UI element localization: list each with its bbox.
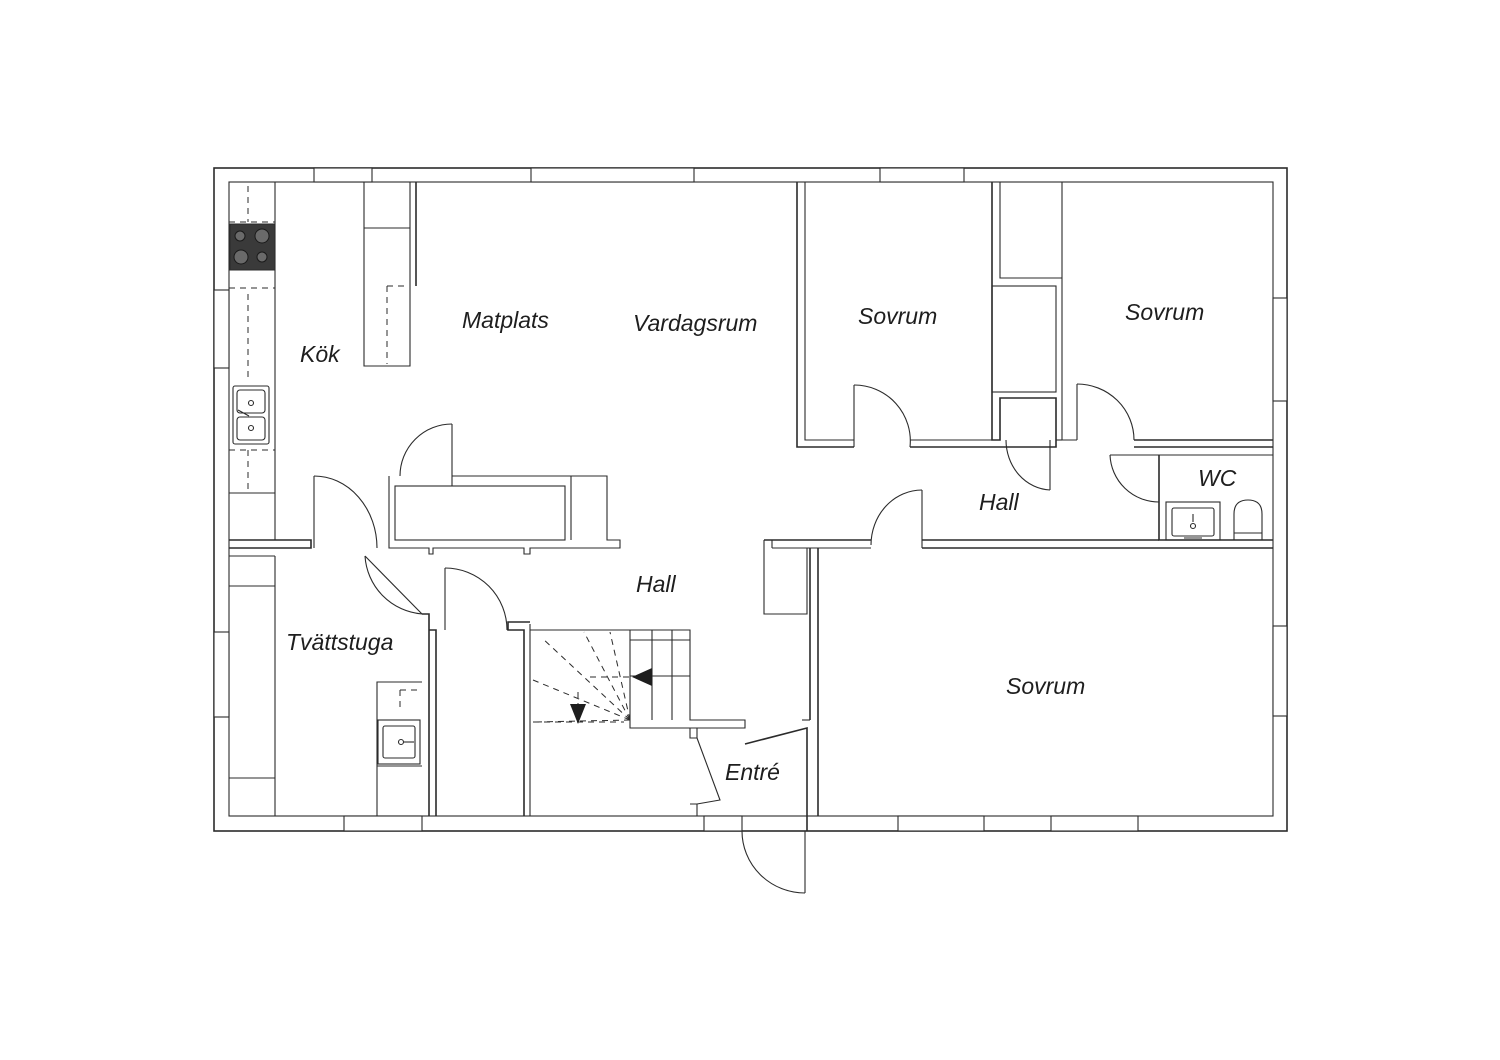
door-bedroom1	[853, 384, 911, 448]
window-dining-top	[530, 167, 695, 183]
room-label-tvattstuga: Tvättstuga	[286, 629, 393, 655]
door-bedroom3	[870, 489, 923, 548]
stove-icon	[229, 223, 276, 271]
room-label-wc: WC	[1198, 465, 1237, 491]
door-closet-lower	[444, 567, 508, 631]
room-label-sovrum-3: Sovrum	[1006, 673, 1085, 699]
window-bedroom2-right	[1272, 297, 1288, 402]
door-wc	[1109, 454, 1160, 503]
window-bedroom1-top	[879, 167, 965, 183]
window-entre-bottom	[703, 815, 743, 832]
room-label-matplats: Matplats	[462, 307, 549, 333]
doors	[313, 383, 1160, 894]
door-kitchen-hall	[313, 475, 378, 549]
room-label-sovrum-2: Sovrum	[1125, 299, 1204, 325]
door-storage	[399, 423, 453, 477]
room-label-kok: Kök	[300, 341, 341, 367]
room-label-vardagsrum: Vardagsrum	[633, 310, 757, 336]
toilet-icon	[1233, 499, 1263, 540]
room-label-sovrum-1: Sovrum	[858, 303, 937, 329]
door-closet-hall	[1005, 439, 1051, 491]
window-bedroom3-bottom-a	[897, 815, 985, 832]
laundry-sink-icon	[377, 719, 421, 765]
stair-arrow-icon	[570, 668, 652, 724]
room-labels: Kök Matplats Vardagsrum Sovrum Sovrum WC…	[286, 299, 1237, 785]
kitchen-sink-icon	[232, 385, 270, 445]
window-kitchen-left	[213, 289, 230, 369]
room-label-hall-lower: Hall	[636, 571, 677, 597]
kitchen-fixtures	[229, 182, 417, 540]
window-laundry-left	[213, 631, 230, 718]
window-laundry-bottom	[343, 815, 423, 832]
room-label-entre: Entré	[725, 759, 780, 785]
interior-walls	[229, 182, 1273, 831]
wc-sink-icon	[1165, 501, 1221, 541]
window-kitchen-top	[313, 167, 373, 183]
staircase	[532, 631, 652, 724]
door-entrance	[741, 830, 806, 894]
room-label-hall-upper: Hall	[979, 489, 1020, 515]
window-bedroom3-right	[1272, 625, 1288, 717]
outer-walls	[213, 167, 1288, 832]
windows	[213, 167, 1288, 832]
door-laundry	[364, 555, 423, 615]
window-bedroom3-bottom-b	[1050, 815, 1139, 832]
door-bedroom2	[1076, 383, 1135, 441]
